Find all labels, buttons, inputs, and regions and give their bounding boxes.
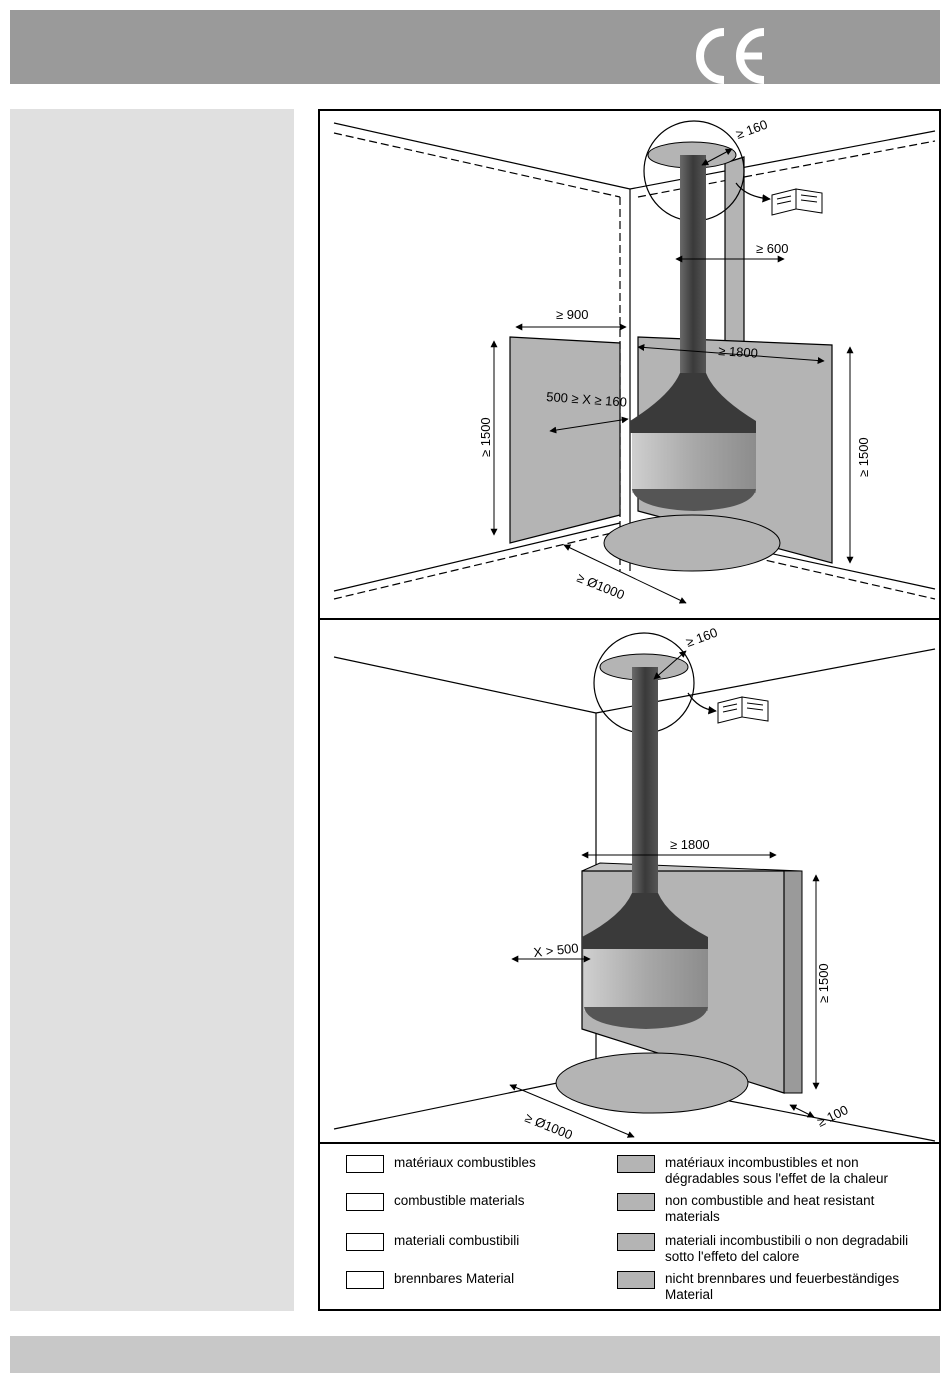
stove-hood [582, 893, 708, 949]
legend-swatch-combustible [346, 1233, 384, 1251]
dim-bottom-height: ≥ 1500 [816, 963, 831, 1003]
floor-plate [603, 514, 781, 572]
ce-mark-icon [696, 28, 765, 84]
floor-plate [555, 1052, 749, 1114]
legend-item: combustible materials [346, 1193, 525, 1211]
dim-top-distance: 500 ≥ X ≥ 160 [546, 389, 628, 410]
legend-item: matériaux incombustibles et non dégradab… [617, 1155, 931, 1187]
legend-label: brennbares Material [394, 1271, 515, 1286]
stove-base [584, 1007, 708, 1029]
side-panel [10, 109, 294, 1311]
stove-base [632, 489, 756, 511]
legend-item: materiali combustibili [346, 1233, 519, 1251]
legend-swatch-non-combustible [617, 1155, 655, 1173]
dim-bottom-distance: X > 500 [533, 940, 580, 960]
open-book-icon [771, 188, 823, 216]
diagram-frame: ≥ 160 ≥ 600 ≥ 900 ≥ 1800 500 ≥ X ≥ 160 ≥… [318, 109, 941, 1311]
dim-top-back: ≥ 1800 [718, 343, 759, 361]
diagram-bottom: ≥ 160 ≥ 1800 X > 500 ≥ 1500 ≥ 100 ≥ Ø100… [333, 625, 936, 1143]
dim-top-side: ≥ 900 [556, 307, 588, 322]
dim-top-floor: ≥ Ø1000 [575, 570, 627, 603]
back-wall-panel-upper [724, 156, 745, 344]
legend-label: combustible materials [394, 1193, 525, 1208]
dim-top-right-height: ≥ 1500 [856, 437, 871, 477]
legend-item: non combustible and heat resistant mater… [617, 1193, 931, 1225]
wall-panel-side [783, 870, 803, 1094]
legend-swatch-combustible [346, 1271, 384, 1289]
dim-bottom-depth: ≥ 100 [815, 1102, 851, 1130]
legend-label: nicht brennbares und feuerbeständiges Ma… [665, 1271, 900, 1302]
wall-panel-top [581, 862, 803, 872]
legend-swatch-non-combustible [617, 1233, 655, 1251]
legend-swatch-combustible [346, 1155, 384, 1173]
installation-diagram: ≥ 160 ≥ 600 ≥ 900 ≥ 1800 500 ≥ X ≥ 160 ≥… [320, 117, 939, 1144]
legend-swatch-combustible [346, 1193, 384, 1211]
legend-label: materiali combustibili [394, 1233, 520, 1248]
legend-label: matériaux combustibles [394, 1155, 536, 1170]
dim-top-left-height: ≥ 1500 [478, 417, 493, 457]
legend-label: matériaux incombustibles et non dégradab… [665, 1155, 888, 1186]
header-bar [10, 10, 940, 84]
stove-glass [632, 433, 756, 493]
open-book-icon [717, 696, 769, 724]
stove-pipe [632, 667, 658, 899]
legend-label: materiali incombustibili o non degradabi… [665, 1233, 909, 1264]
legend-item: matériaux combustibles [346, 1155, 536, 1173]
legend: matériaux combustibles combustible mater… [320, 1143, 939, 1311]
dim-bottom-back: ≥ 1800 [670, 837, 710, 852]
legend-label: non combustible and heat resistant mater… [665, 1193, 875, 1224]
dim-top-ceiling: ≥ 160 [734, 117, 770, 142]
dim-top-wall: ≥ 600 [756, 241, 788, 256]
dim-bottom-floor: ≥ Ø1000 [523, 1110, 575, 1143]
footer-bar [10, 1336, 940, 1373]
legend-swatch-non-combustible [617, 1271, 655, 1289]
diagram-top: ≥ 160 ≥ 600 ≥ 900 ≥ 1800 500 ≥ X ≥ 160 ≥… [333, 117, 936, 604]
stove-hood [630, 373, 756, 433]
legend-item: materiali incombustibili o non degradabi… [617, 1233, 931, 1265]
legend-item: brennbares Material [346, 1271, 514, 1289]
legend-swatch-non-combustible [617, 1193, 655, 1211]
side-wall-panel [509, 336, 621, 544]
stove-glass [584, 949, 708, 1011]
legend-item: nicht brennbares und feuerbeständiges Ma… [617, 1271, 931, 1303]
dim-bottom-ceiling: ≥ 160 [684, 625, 720, 650]
stove-pipe [680, 155, 706, 380]
